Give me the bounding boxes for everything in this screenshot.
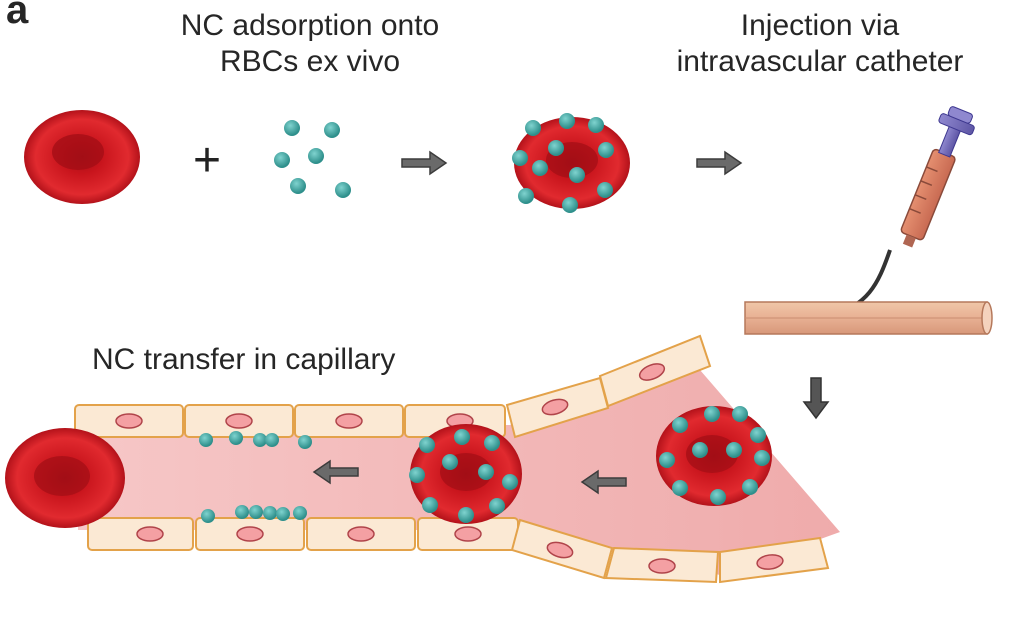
syringe-icon [827,106,975,320]
coated-red-blood-cell [656,406,772,506]
coated-red-blood-cell [512,113,630,213]
arrow-left-icon [580,469,627,495]
red-blood-cell-icon [24,110,140,204]
transferred-nanocarriers-top [199,431,312,449]
nanocarrier-icon [274,152,290,168]
arrow-left-icon [312,459,359,485]
step1-line2: RBCs ex vivo [219,45,401,78]
step1-label: NC adsorption onto RBCs ex vivo [150,8,470,80]
coated-red-blood-cell [409,424,522,524]
red-blood-cell-icon [5,428,125,528]
arrow-down-icon [802,377,830,420]
nanocarrier-cluster [274,120,351,198]
arrow-right-icon [401,150,448,176]
nanocarrier-icon [324,122,340,138]
step2-line1: Injection via [740,9,900,42]
nanocarrier-icon [335,182,351,198]
plus-sign: + [193,134,221,187]
panel-label: a [6,0,29,32]
blood-vessel-segment [744,301,993,335]
step3-label: NC transfer in capillary [92,343,396,376]
nanocarrier-icon [308,148,324,164]
nanocarrier-icon [290,178,306,194]
nuclei-bottom [136,526,784,574]
step2-line2: intravascular catheter [676,45,964,78]
transferred-nanocarriers-bottom [201,505,307,523]
step2-label: Injection via intravascular catheter [640,8,1000,80]
nanocarrier-icon [284,120,300,136]
arrow-right-icon [696,150,743,176]
step1-line1: NC adsorption onto [180,9,440,42]
nuclei-top [115,363,666,429]
